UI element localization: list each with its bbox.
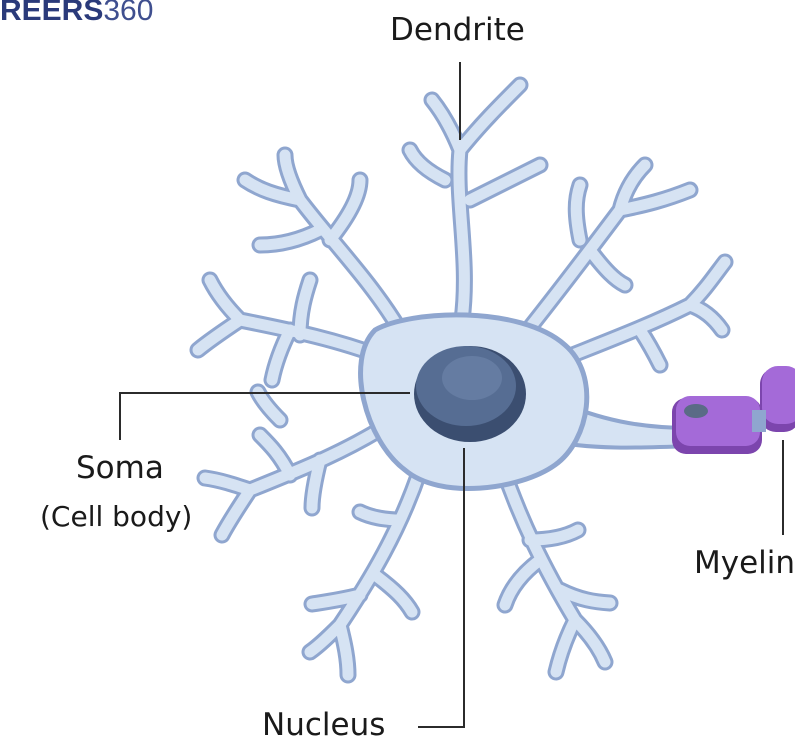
myelin-label: Myelin — [694, 545, 795, 581]
watermark-light-text: 360 — [103, 0, 154, 27]
soma-label: Soma — [76, 450, 164, 486]
leader-lines — [119, 62, 784, 728]
leader-line-nucleus — [418, 448, 465, 728]
myelin-sheath — [672, 366, 795, 454]
watermark-bold-text: REERS — [0, 0, 104, 27]
watermark-logo: REERS360 — [0, 0, 153, 28]
leader-line-soma — [119, 392, 410, 440]
cell-body-label: (Cell body) — [40, 500, 193, 533]
dendrite-label: Dendrite — [390, 12, 525, 48]
nucleus-label: Nucleus — [262, 707, 386, 743]
dendrite-fill — [192, 79, 731, 681]
nucleus — [414, 346, 526, 442]
